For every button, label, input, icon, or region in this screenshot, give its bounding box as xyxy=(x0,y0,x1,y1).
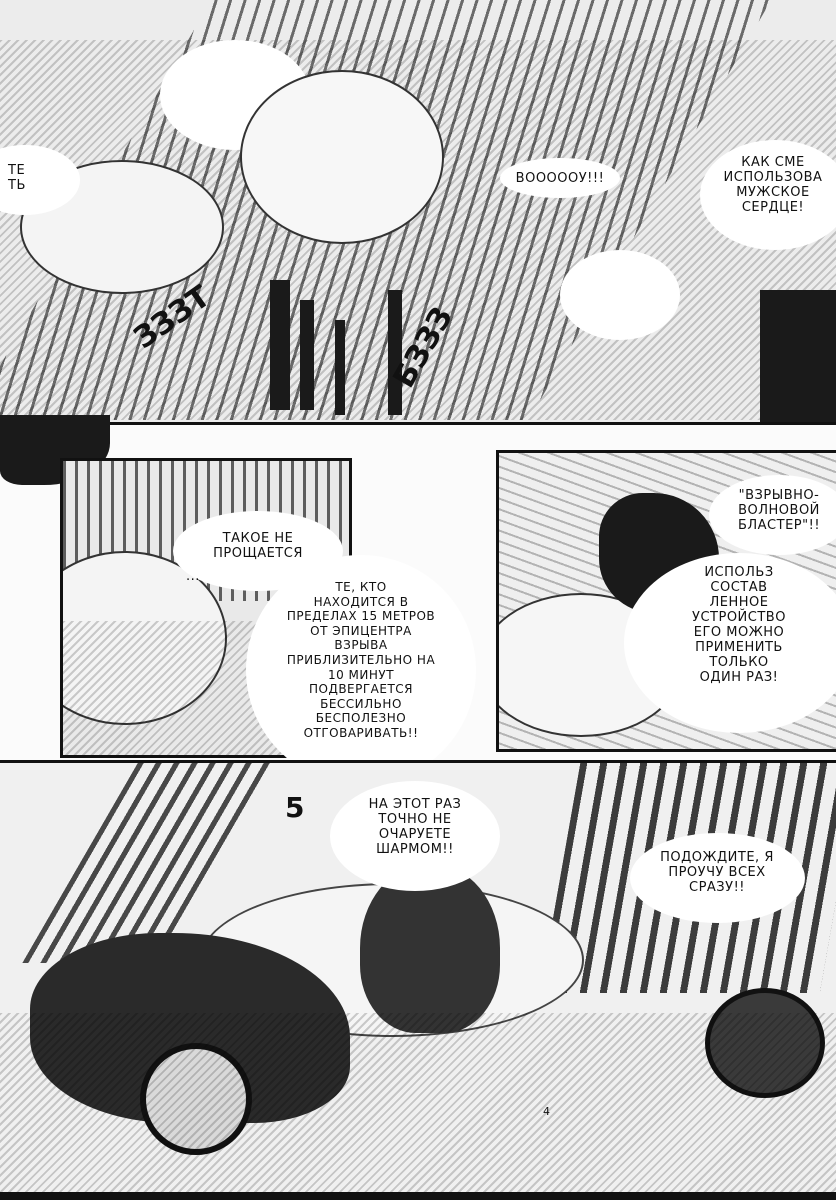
speech-blaster-text: "ВЗРЫВНО- ВОЛНОВОЙ БЛАСТЕР"!! xyxy=(737,488,821,533)
speech-device-info-text: ИСПОЛЬЗ СОСТАВ ЛЕННОЕ УСТРОЙСТВО ЕГО МОЖ… xyxy=(692,565,786,685)
speech-bubble-this-time xyxy=(330,781,500,891)
page-number: 4 xyxy=(543,1105,550,1118)
speech-bubble-blaster xyxy=(709,475,836,555)
speech-bubble-woosh xyxy=(500,158,620,198)
ink-streak xyxy=(388,290,402,415)
second-motorcycle-wheel xyxy=(705,988,825,1098)
ink-streak xyxy=(335,320,345,415)
speech-fragment-text: ТЕ ТЬ xyxy=(8,163,26,193)
panel-motorcycle: НА ЭТОТ РАЗ ТОЧНО НЕ ОЧАРУЕТЕ ШАРМОМ!! П… xyxy=(0,760,836,1200)
speech-bubble-wait-for-me xyxy=(630,833,805,923)
speech-bubble-explosion-info xyxy=(246,555,476,785)
speech-woosh-text: ВОООООУ!!! xyxy=(515,171,605,186)
motorcycle-wheel xyxy=(140,1043,252,1155)
speech-bubble-how-dare xyxy=(700,140,836,250)
speech-explosion-info-text: ТЕ, КТО НАХОДИТСЯ В ПРЕДЕЛАХ 15 МЕТРОВ О… xyxy=(286,580,436,740)
explosion-cloud xyxy=(240,70,444,244)
shadow-silhouette xyxy=(760,290,836,422)
speech-bubble-device-info xyxy=(624,553,836,733)
smoke-puff xyxy=(560,250,680,340)
ink-streak xyxy=(270,280,290,410)
speech-not-forgiven-text: ТАКОЕ НЕ ПРОЩАЕТСЯ xyxy=(213,531,303,561)
sfx-five: 5 xyxy=(285,791,305,824)
speech-ellipsis-text: ... xyxy=(186,569,200,584)
speech-wait-for-me-text: ПОДОЖДИТЕ, Я ПРОУЧУ ВСЕХ СРАЗУ!! xyxy=(660,850,774,895)
rider xyxy=(360,863,500,1033)
speech-this-time-text: НА ЭТОТ РАЗ ТОЧНО НЕ ОЧАРУЕТЕ ШАРМОМ!! xyxy=(368,797,462,857)
screentone xyxy=(0,1013,836,1200)
bottom-border xyxy=(0,1192,836,1200)
speech-how-dare-text: КАК СМЕ ИСПОЛЬЗОВА МУЖСКОЕ СЕРДЦЕ! xyxy=(723,155,823,215)
panel-blaster: "ВЗРЫВНО- ВОЛНОВОЙ БЛАСТЕР"!! ИСПОЛЬЗ СО… xyxy=(496,450,836,752)
panel-explosion: ТЕ ТЬ ВОООООУ!!! КАК СМЕ ИСПОЛЬЗОВА МУЖС… xyxy=(0,0,836,425)
ink-streak xyxy=(300,300,314,410)
